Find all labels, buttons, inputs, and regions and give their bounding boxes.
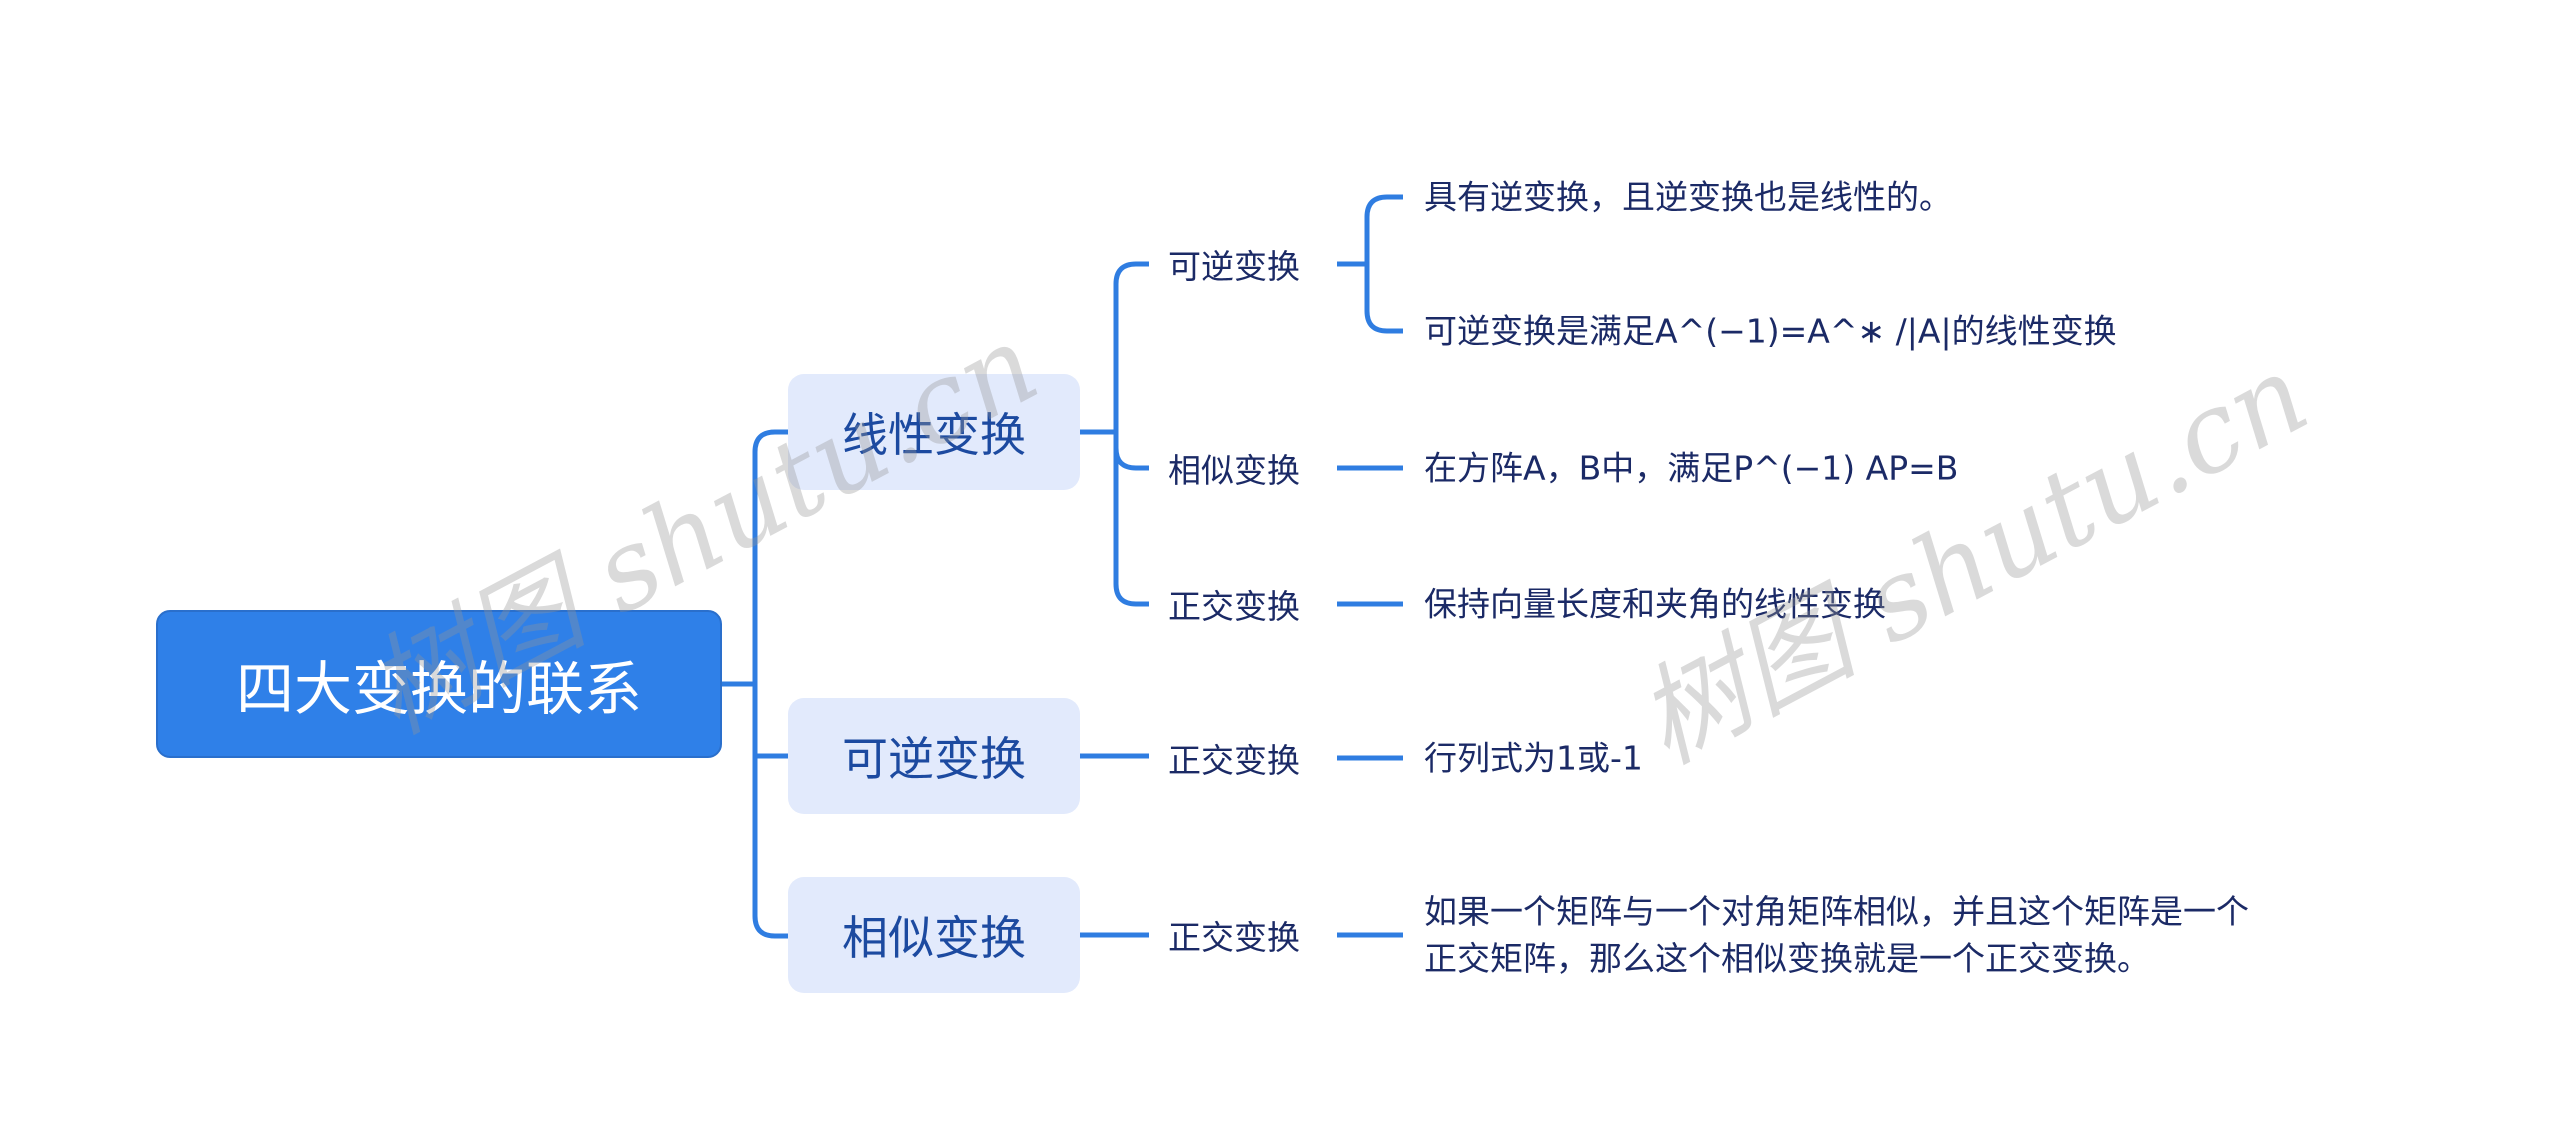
subtopic-node[interactable]: 可逆变换 — [1168, 247, 1300, 286]
connector-b1-trunk — [1113, 261, 1149, 607]
leaf-node[interactable]: 保持向量长度和夹角的线性变换 — [1424, 584, 1886, 624]
leaf-line: 正交矩阵，那么这个相似变换就是一个正交变换。 — [1424, 939, 2150, 978]
branch-label: 线性变换 — [842, 408, 1026, 462]
branch-node-linear[interactable]: 线性变换 — [788, 374, 1080, 490]
connector-b1-similar — [1113, 447, 1149, 471]
branch-label: 可逆变换 — [842, 732, 1026, 786]
leaf-node[interactable]: 如果一个矩阵与一个对角矩阵相似，并且这个矩阵是一个 正交矩阵，那么这个相似变换就… — [1424, 888, 2249, 982]
leaf-node[interactable]: 具有逆变换，且逆变换也是线性的。 — [1424, 177, 1952, 217]
subtopic-node[interactable]: 正交变换 — [1168, 587, 1300, 626]
root-label: 四大变换的联系 — [235, 655, 642, 723]
subtopic-node[interactable]: 正交变换 — [1168, 918, 1300, 957]
connector-l2-1-bracket — [1364, 194, 1403, 334]
branch-label: 相似变换 — [842, 911, 1026, 965]
leaf-node[interactable]: 可逆变换是满足A^(−1)=A^∗ /|A|的线性变换 — [1424, 311, 2117, 351]
subtopic-node[interactable]: 正交变换 — [1168, 741, 1300, 780]
subtopic-node[interactable]: 相似变换 — [1168, 451, 1300, 490]
connector-trunk — [752, 429, 788, 939]
root-node[interactable]: 四大变换的联系 — [156, 610, 722, 758]
leaf-node[interactable]: 在方阵A，B中，满足P^(−1) AP=B — [1424, 448, 1959, 488]
leaf-node[interactable]: 行列式为1或-1 — [1424, 738, 1643, 778]
branch-node-similar[interactable]: 相似变换 — [788, 877, 1080, 993]
leaf-line: 如果一个矩阵与一个对角矩阵相似，并且这个矩阵是一个 — [1424, 892, 2249, 931]
branch-node-invertible[interactable]: 可逆变换 — [788, 698, 1080, 814]
